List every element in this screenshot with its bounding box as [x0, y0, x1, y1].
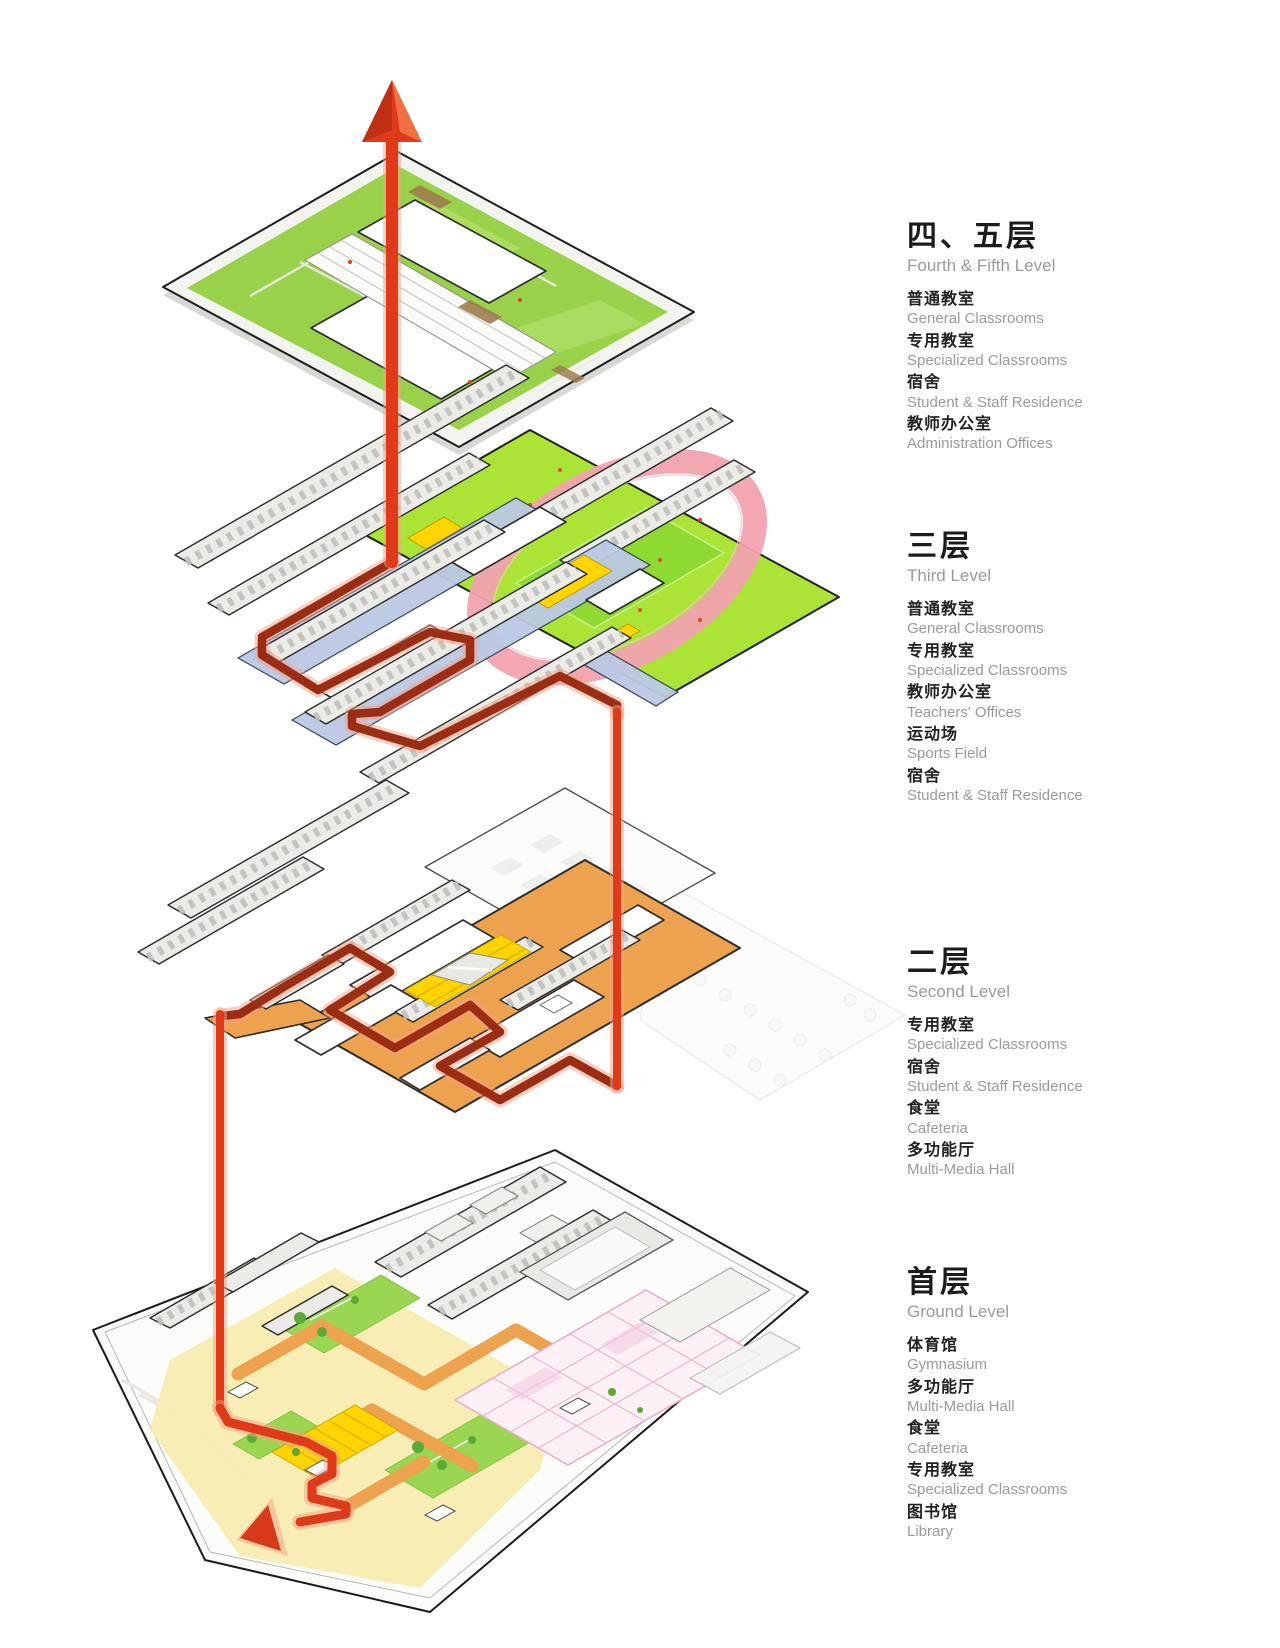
program-en: Cafeteria [907, 1119, 968, 1137]
label-block-third: 三层 Third Level 普通教室 General Classrooms 专… [907, 530, 1247, 809]
program-item: 专用教室 Specialized Classrooms [907, 1462, 1247, 1499]
roof-courtyard [357, 199, 547, 304]
level-title-en: Fourth & Fifth Level [907, 256, 1056, 275]
program-zh: 宿舍 [907, 767, 942, 785]
program-zh: 专用教室 [907, 1461, 976, 1479]
program-zh: 教师办公室 [907, 684, 993, 702]
program-zh: 体育馆 [907, 1337, 959, 1354]
program-item: 宿舍 Student & Staff Residence [907, 374, 1247, 411]
circulation-routes [212, 80, 625, 1556]
program-item: 体育馆 Gymnasium [907, 1337, 1247, 1374]
level-title-zh: 四、五层 [907, 220, 1039, 253]
program-zh: 专用教室 [907, 642, 976, 660]
program-item: 教师办公室 Administration Offices [907, 416, 1247, 453]
program-zh: 普通教室 [907, 601, 976, 618]
third-level-art [174, 364, 840, 784]
program-zh: 多功能厅 [907, 1378, 976, 1396]
program-zh: 普通教室 [907, 291, 976, 308]
program-en: Teachers' Offices [907, 703, 1022, 721]
program-item: 普通教室 General Classrooms [907, 291, 1247, 328]
level-title-en: Second Level [907, 982, 1011, 1001]
program-en: Specialized Classrooms [907, 352, 1068, 370]
program-en: Cafeteria [907, 1439, 968, 1457]
program-item: 专用教室 Specialized Classrooms [907, 333, 1247, 370]
level-title-en: Third Level [907, 566, 992, 585]
program-item: 专用教室 Specialized Classrooms [907, 1017, 1247, 1054]
label-block-second: 二层 Second Level 专用教室 Specialized Classro… [907, 946, 1247, 1184]
program-item: 宿舍 Student & Staff Residence [907, 1059, 1247, 1096]
second-level-art [137, 779, 907, 1113]
program-en: General Classrooms [907, 310, 1044, 328]
program-en: Gymnasium [907, 1356, 988, 1374]
program-en: Student & Staff Residence [907, 1078, 1083, 1096]
program-zh: 食堂 [907, 1420, 942, 1438]
program-zh: 专用教室 [907, 332, 976, 350]
program-item: 专用教室 Specialized Classrooms [907, 643, 1247, 680]
building-cluster [374, 1166, 675, 1320]
program-zh: 食堂 [907, 1100, 942, 1118]
third-level-loop [257, 557, 622, 751]
program-zh: 专用教室 [907, 1017, 976, 1034]
program-en: Student & Staff Residence [907, 393, 1083, 411]
program-zh: 运动场 [907, 725, 959, 743]
program-item: 图书馆 Library [907, 1504, 1247, 1541]
level-title-zh: 首层 [907, 1266, 973, 1299]
main-up-arrow-head [362, 80, 422, 142]
program-zh: 教师办公室 [907, 415, 993, 433]
program-en: Student & Staff Residence [907, 786, 1083, 804]
program-en: Administration Offices [907, 435, 1053, 453]
program-en: Specialized Classrooms [907, 1036, 1068, 1054]
trees [247, 1296, 643, 1470]
roof-level-art [162, 151, 695, 455]
program-en: Multi-Media Hall [907, 1161, 1015, 1179]
program-en: Sports Field [907, 745, 988, 763]
ground-level-art [92, 1149, 809, 1613]
program-item: 食堂 Cafeteria [907, 1420, 1247, 1457]
level-title-en: Ground Level [907, 1302, 1010, 1321]
level-title-zh: 二层 [907, 946, 973, 979]
program-zh: 图书馆 [907, 1503, 959, 1521]
program-zh: 宿舍 [907, 1058, 942, 1076]
exit-arrow-head [236, 1498, 288, 1556]
program-en: Library [907, 1522, 953, 1540]
program-en: Specialized Classrooms [907, 1481, 1068, 1499]
program-zh: 多功能厅 [907, 1141, 976, 1159]
ground-route [215, 1403, 351, 1527]
level-title-zh: 三层 [907, 530, 973, 563]
label-block-fourth-fifth: 四、五层 Fourth & Fifth Level 普通教室 General C… [907, 220, 1247, 458]
second-level-loop [217, 943, 622, 1105]
label-block-ground: 首层 Ground Level 体育馆 Gymnasium 多功能厅 Multi… [907, 1266, 1247, 1545]
program-item: 宿舍 Student & Staff Residence [907, 768, 1247, 805]
program-en: Multi-Media Hall [907, 1398, 1015, 1416]
program-item: 教师办公室 Teachers' Offices [907, 684, 1247, 721]
program-item: 多功能厅 Multi-Media Hall [907, 1379, 1247, 1416]
program-en: General Classrooms [907, 620, 1044, 638]
program-item: 食堂 Cafeteria [907, 1100, 1247, 1137]
program-item: 运动场 Sports Field [907, 726, 1247, 763]
program-en: Specialized Classrooms [907, 662, 1068, 680]
program-zh: 宿舍 [907, 374, 942, 392]
program-item: 多功能厅 Multi-Media Hall [907, 1142, 1247, 1179]
program-item: 普通教室 General Classrooms [907, 601, 1247, 638]
